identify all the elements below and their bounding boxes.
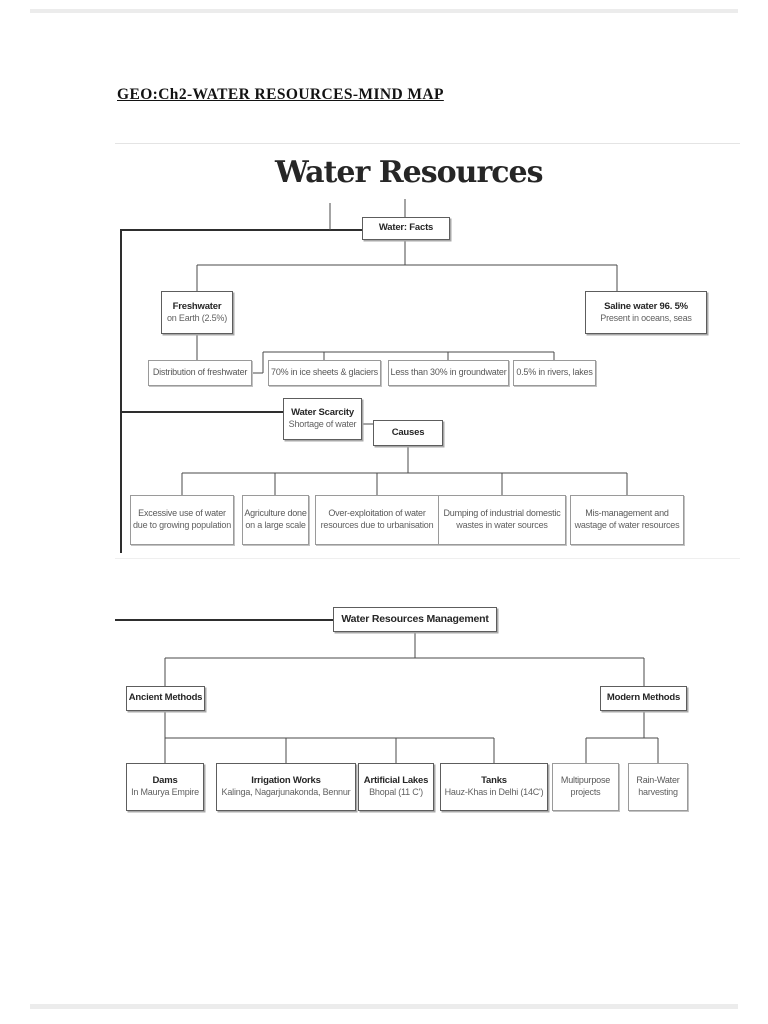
node-causes-title: Causes <box>391 426 425 438</box>
node-ice-sheets: 70% in ice sheets & glaciers <box>268 360 381 386</box>
node-artificial-lakes-title: Artificial Lakes <box>363 775 429 787</box>
node-irrigation-works-title: Irrigation Works <box>251 775 321 787</box>
node-ancient-methods: Ancient Methods <box>126 686 205 711</box>
node-tanks-subtitle: Hauz-Khas in Delhi (14C') <box>444 787 544 798</box>
node-management: Water Resources Management <box>333 607 497 632</box>
node-cause-dumping: Dumping of industrial domestic wastes in… <box>438 495 566 545</box>
node-water-scarcity: Water Scarcity Shortage of water <box>283 398 362 440</box>
node-rain-water-harvesting-line2: harvesting <box>638 787 678 797</box>
node-groundwater-title: Less than 30% in groundwater <box>390 367 507 378</box>
node-freshwater-title: Freshwater <box>172 300 222 312</box>
node-multipurpose-projects-line2: projects <box>570 787 601 797</box>
node-water-facts-title: Water: Facts <box>378 222 434 234</box>
node-causes: Causes <box>373 420 443 446</box>
node-cause-population: Excessive use of water due to growing po… <box>130 495 234 545</box>
node-freshwater-subtitle: on Earth (2.5%) <box>166 312 228 323</box>
node-irrigation-works: Irrigation Works Kalinga, Nagarjunakonda… <box>216 763 356 811</box>
node-irrigation-works-subtitle: Kalinga, Nagarjunakonda, Bennur <box>221 787 351 798</box>
node-cause-overexploitation-line2: resources due to urbanisation <box>320 520 434 530</box>
mindmap-heading: Water Resources <box>275 155 544 190</box>
node-artificial-lakes-subtitle: Bhopal (11 C') <box>369 787 423 798</box>
node-freshwater: Freshwater on Earth (2.5%) <box>161 291 233 334</box>
node-dams: Dams In Maurya Empire <box>126 763 204 811</box>
page-title: GEO:Ch2-WATER RESOURCES-MIND MAP <box>117 86 444 103</box>
node-tanks: Tanks Hauz-Khas in Delhi (14C') <box>440 763 548 811</box>
node-cause-agriculture: Agriculture done on a large scale <box>242 495 309 545</box>
node-cause-dumping-line2: wastes in water sources <box>456 520 548 530</box>
node-rivers-lakes-title: 0.5% in rivers, lakes <box>516 367 593 378</box>
node-water-facts: Water: Facts <box>362 217 450 240</box>
scan-divider-edge <box>115 558 740 559</box>
node-rain-water-harvesting: Rain-Water harvesting <box>628 763 688 811</box>
node-modern-methods: Modern Methods <box>600 686 687 711</box>
node-distribution-title: Distribution of freshwater <box>152 367 248 378</box>
scan-top-edge <box>115 143 740 144</box>
node-cause-mismanagement-line2: wastage of water resources <box>574 520 680 530</box>
node-cause-population-line1: Excessive use of water <box>138 508 226 519</box>
node-tanks-title: Tanks <box>481 775 507 787</box>
page-bottom-edge <box>30 1004 738 1009</box>
node-multipurpose-projects-line1: Multipurpose <box>560 775 611 786</box>
node-rain-water-harvesting-line1: Rain-Water <box>636 775 680 786</box>
node-cause-mismanagement-line1: Mis-management and <box>585 508 669 519</box>
node-rivers-lakes: 0.5% in rivers, lakes <box>513 360 596 386</box>
node-cause-dumping-line1: Dumping of industrial domestic <box>443 508 561 519</box>
node-water-scarcity-subtitle: Shortage of water <box>288 419 357 430</box>
node-saline-water-subtitle: Present in oceans, seas <box>600 312 692 323</box>
node-saline-water: Saline water 96. 5% Present in oceans, s… <box>585 291 707 334</box>
node-ice-sheets-title: 70% in ice sheets & glaciers <box>271 367 378 378</box>
node-water-scarcity-title: Water Scarcity <box>291 407 354 419</box>
node-saline-water-title: Saline water 96. 5% <box>604 300 688 312</box>
node-groundwater: Less than 30% in groundwater <box>388 360 509 386</box>
node-multipurpose-projects: Multipurpose projects <box>552 763 619 811</box>
node-cause-overexploitation: Over-exploitation of water resources due… <box>315 495 439 545</box>
node-dams-subtitle: In Maurya Empire <box>131 787 199 798</box>
node-modern-methods-title: Modern Methods <box>606 692 681 704</box>
node-distribution: Distribution of freshwater <box>148 360 252 386</box>
node-cause-population-line2: due to growing population <box>132 520 232 530</box>
node-management-title: Water Resources Management <box>341 612 489 625</box>
node-ancient-methods-title: Ancient Methods <box>128 692 203 704</box>
node-cause-mismanagement: Mis-management and wastage of water reso… <box>570 495 684 545</box>
node-artificial-lakes: Artificial Lakes Bhopal (11 C') <box>358 763 434 811</box>
node-cause-agriculture-line1: Agriculture done <box>244 508 307 519</box>
node-cause-overexploitation-line1: Over-exploitation of water <box>328 508 426 519</box>
node-dams-title: Dams <box>152 775 178 787</box>
node-cause-agriculture-line2: on a large scale <box>245 520 306 530</box>
page-top-edge <box>30 9 738 13</box>
